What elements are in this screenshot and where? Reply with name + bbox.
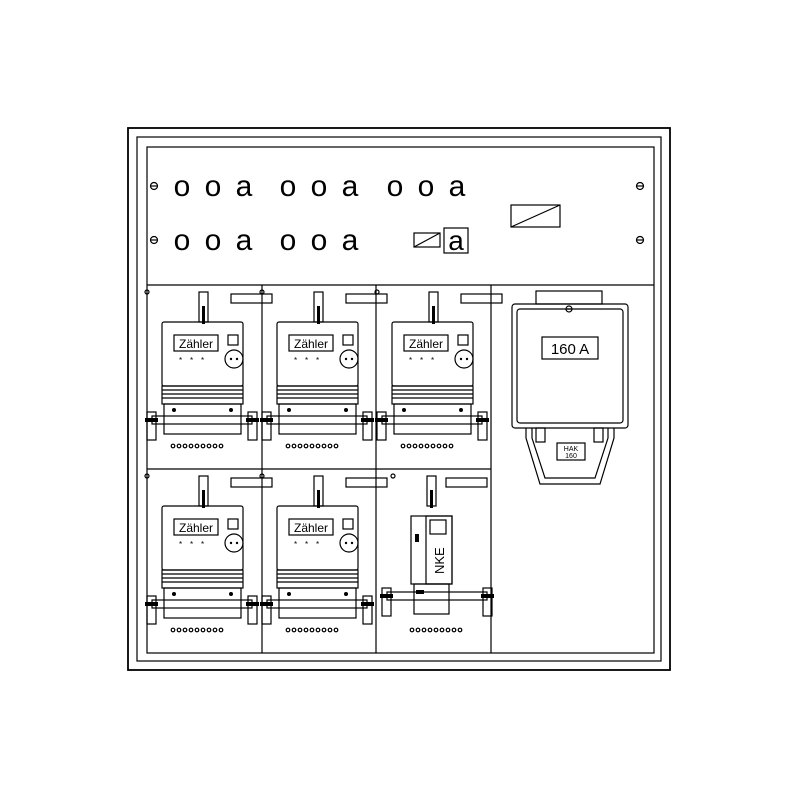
electricity-meter-3: Zähler <box>374 289 503 449</box>
nke-label: NKE <box>432 547 447 574</box>
hak-tag-line2: 160 <box>565 453 577 460</box>
fuse-symbol: o <box>311 224 328 257</box>
screw-icon <box>635 181 645 191</box>
nke-compartment: NKE <box>380 473 494 633</box>
cabinet-mounting-field <box>146 146 655 654</box>
hak-tag-line1: HAK <box>564 446 579 453</box>
electricity-meter-5: Zähler <box>259 473 388 633</box>
fuse-symbol: o <box>174 224 191 257</box>
screw-icon <box>149 235 159 245</box>
fuse-symbol: o <box>280 224 297 257</box>
meter-label: Zähler <box>179 337 213 351</box>
fuse-symbol: a <box>448 225 464 256</box>
fuse-symbol: a <box>236 170 253 203</box>
fuse-symbol: o <box>205 170 222 203</box>
screw-icon <box>635 235 645 245</box>
fuse-icon: a <box>443 225 469 256</box>
cabinet-outer-frame <box>127 127 671 671</box>
hak-connection-box: 160 A HAK 160 <box>511 290 629 485</box>
fuse-symbol: a <box>449 170 466 203</box>
electricity-meter-1: Zähler <box>144 289 273 449</box>
fuse-symbol: o <box>418 170 435 203</box>
electricity-meter-4: Zähler <box>144 473 273 633</box>
fuse-symbol: o <box>311 170 328 203</box>
meter-label: Zähler <box>409 337 443 351</box>
fuse-symbol: a <box>342 170 359 203</box>
fuse-symbol: o <box>280 170 297 203</box>
meter-label: Zähler <box>294 337 328 351</box>
fuse-row-1: o o a o o a o o a <box>174 170 466 203</box>
fuse-symbol: o <box>205 224 222 257</box>
hak-rating-label: 160 A <box>551 341 589 358</box>
fuse-symbol: a <box>342 224 359 257</box>
switch-icon <box>510 204 561 228</box>
electricity-meter-2: Zähler <box>259 289 388 449</box>
switch-icon <box>413 232 441 248</box>
cabinet-inner-frame <box>136 136 662 662</box>
fuse-row-2: o o a o o a <box>174 224 359 257</box>
top-fuse-panel: o o a o o a o o a o o a o o a a <box>147 170 654 286</box>
screw-icon <box>149 181 159 191</box>
fuse-symbol: o <box>174 170 191 203</box>
nke-device: NKE <box>410 515 453 615</box>
meter-label: Zähler <box>179 521 213 535</box>
compartment-grid <box>147 285 492 653</box>
fuse-symbol: a <box>236 224 253 257</box>
fuse-symbol: o <box>387 170 404 203</box>
meter-label: Zähler <box>294 521 328 535</box>
